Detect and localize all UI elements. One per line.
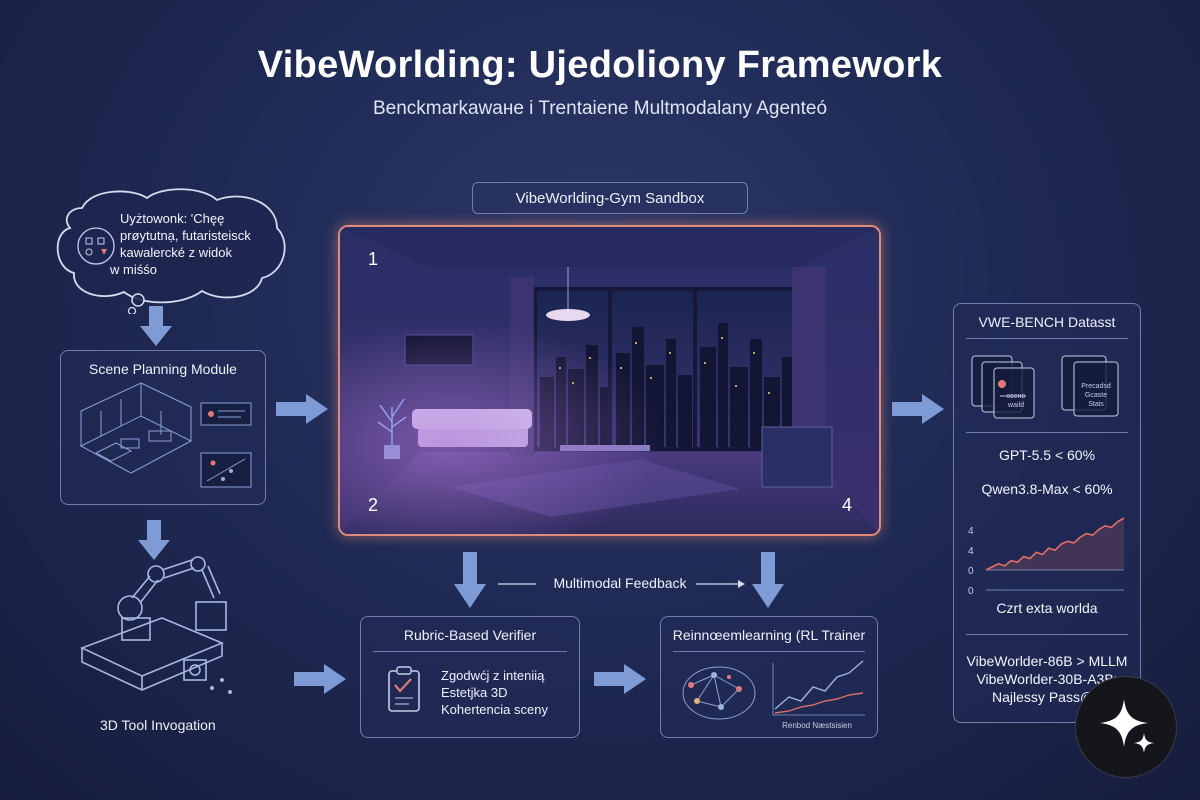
scene-planning-panel: Scene Planning Module bbox=[60, 350, 266, 505]
dataset-result: Najlessy Pass@1 bbox=[992, 689, 1102, 705]
arrow-right-icon bbox=[276, 394, 328, 424]
thought-bubble-icon bbox=[56, 188, 286, 314]
clipboard-check-icon bbox=[388, 666, 420, 712]
bubble-line: Uyżtowonk: 'Chęę bbox=[120, 211, 225, 226]
dataset-stat: Qwen3.8-Max < 60% bbox=[981, 481, 1113, 497]
arrow-right-icon bbox=[294, 664, 346, 694]
page-subtitle: Benckmarkawане i Trentaiene Multmodalany… bbox=[372, 98, 828, 119]
rl-trainer-panel: Reinnœemlearning (RL Trainer Renbod Næst… bbox=[660, 616, 878, 738]
sandbox-label: VibeWorlding-Gym Sandbox bbox=[472, 182, 748, 214]
verifier-criterion: Zgodwćj z inteniią bbox=[441, 668, 545, 683]
star-sparkle-icon bbox=[1100, 699, 1154, 753]
dataset-cards-icon bbox=[971, 355, 1119, 419]
room-render bbox=[340, 227, 879, 534]
verifier-criterion: Estetjka 3D bbox=[441, 685, 508, 700]
verifier-title: Rubric-Based Verifier bbox=[403, 627, 537, 643]
dataset-result: VibeWorlder-30B-A3B: bbox=[976, 671, 1118, 687]
verifier-criterion: Kohertencia sceny bbox=[441, 702, 548, 717]
arrow-down-icon bbox=[454, 552, 486, 608]
dataset-stat: GPT-5.5 < 60% bbox=[998, 447, 1096, 463]
series-line bbox=[985, 517, 1125, 571]
dataset-title: VWE-BENCH Datasst bbox=[978, 314, 1116, 330]
arrow-down-icon bbox=[140, 306, 172, 346]
bubble-line: w miśśo bbox=[110, 262, 157, 277]
arrow-right-icon bbox=[892, 394, 944, 424]
dataset-card-label: Precadsd Gcaste Stais bbox=[1081, 383, 1111, 408]
dataset-result: VibeWorlder-86B > MLLM bbox=[966, 653, 1128, 669]
feedback-arrow-line bbox=[498, 580, 745, 588]
dataset-panel: VWE-BENCH Datasst scene waild Precadsd G… bbox=[953, 303, 1141, 723]
sandbox-corner-1: 1 bbox=[368, 249, 379, 269]
dataset-chart-caption: Czrt exta worlda bbox=[996, 600, 1098, 616]
dataset-card-label: scene waild bbox=[1006, 393, 1026, 409]
tool-invocation-label: 3D Tool Invogation bbox=[100, 717, 216, 733]
user-thought-bubble: Uyżtowonk: 'Chęę prøytutnạ, futaristeisc… bbox=[52, 188, 288, 314]
rl-reward-chart bbox=[772, 660, 865, 716]
y-tick-label: 0 bbox=[968, 586, 974, 597]
floorplan-icon bbox=[79, 382, 252, 488]
verifier-panel: Rubric-Based Verifier Zgodwćj z inteniią… bbox=[360, 616, 580, 738]
series-area bbox=[986, 518, 1124, 570]
y-tick-label: 0 bbox=[968, 566, 974, 577]
bubble-line: prøytutnạ, futaristeisck bbox=[120, 228, 251, 243]
dataset-line-chart: 4 4 0 0 bbox=[968, 517, 1125, 597]
arrow-down-icon bbox=[138, 520, 170, 560]
arrow-down-icon bbox=[752, 552, 784, 608]
bubble-line: kawalercké z widok bbox=[120, 245, 232, 260]
robot-arm-icon bbox=[79, 556, 232, 694]
y-tick-label: 4 bbox=[968, 546, 974, 557]
brain-network-icon bbox=[682, 666, 756, 720]
feedback-label: Multimodal Feedback bbox=[553, 575, 687, 591]
assistant-button[interactable] bbox=[1075, 676, 1177, 778]
y-tick-label: 4 bbox=[968, 526, 974, 537]
arrow-right-icon bbox=[594, 664, 646, 694]
sandbox-viewport[interactable]: 1 2 4 bbox=[338, 225, 881, 536]
sandbox-corner-2: 2 bbox=[368, 495, 379, 515]
page-title: VibeWorlding: Ujedoliony Framework bbox=[257, 44, 943, 86]
scene-planning-title: Scene Planning Module bbox=[89, 361, 237, 377]
rl-trainer-title: Reinnœemlearning (RL Trainer bbox=[672, 627, 866, 643]
rl-chart-caption: Renbod Næstsisien bbox=[782, 721, 852, 730]
sandbox-corner-4: 4 bbox=[842, 495, 853, 515]
